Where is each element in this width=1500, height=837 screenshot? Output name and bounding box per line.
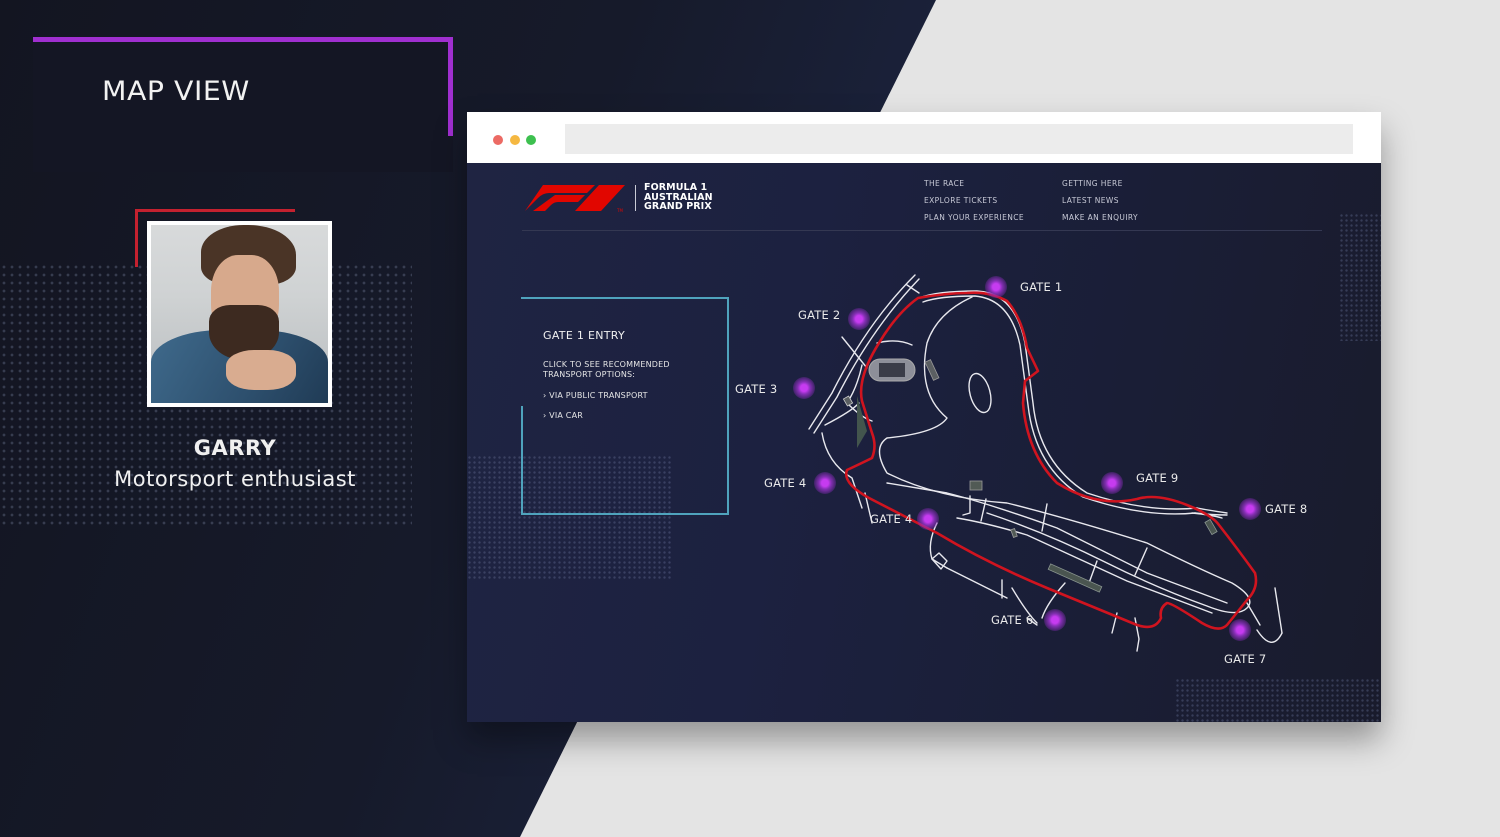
- avatar-accent-line: [135, 209, 295, 212]
- svg-text:TM: TM: [616, 208, 623, 213]
- gate-8-label: GATE 8: [1265, 502, 1308, 516]
- gate-info-title: GATE 1 ENTRY: [543, 329, 626, 342]
- browser-window: TM FORMULA 1 AUSTRALIAN GRAND PRIX THE R…: [467, 112, 1381, 722]
- website-viewport: TM FORMULA 1 AUSTRALIAN GRAND PRIX THE R…: [467, 163, 1381, 722]
- gate-1-label: GATE 1: [1020, 280, 1063, 294]
- nav-link-explore-tickets[interactable]: EXPLORE TICKETS: [924, 196, 998, 205]
- gate-7-marker[interactable]: [1229, 619, 1251, 641]
- close-window-button[interactable]: [493, 135, 503, 145]
- nav-link-plan-your-experience[interactable]: PLAN YOUR EXPERIENCE: [924, 213, 1025, 222]
- gate-2-marker[interactable]: [848, 308, 870, 330]
- browser-toolbar: [467, 112, 1381, 163]
- brand-line-2: AUSTRALIAN: [644, 191, 713, 203]
- gate-4b-marker[interactable]: [917, 508, 939, 530]
- nav-link-getting-here[interactable]: GETTING HERE: [1062, 179, 1123, 188]
- gate-2-label: GATE 2: [798, 308, 841, 322]
- nav-link-make-an-enquiry[interactable]: MAKE AN ENQUIRY: [1062, 213, 1139, 222]
- logo-separator: [635, 185, 636, 211]
- decorative-grid: [1175, 678, 1381, 722]
- gate-8-marker[interactable]: [1239, 498, 1261, 520]
- gate-4-label: GATE 4: [764, 476, 807, 490]
- nav-link-the-race[interactable]: THE RACE: [924, 179, 965, 188]
- gate-3-label: GATE 3: [735, 382, 778, 396]
- gate-7-label: GATE 7: [1224, 652, 1267, 666]
- gate-info-panel: [521, 297, 729, 515]
- header-divider: [522, 230, 1322, 231]
- gate-9-label: GATE 9: [1136, 471, 1179, 485]
- gate-info-panel-border: [521, 406, 523, 515]
- decorative-grid: [1339, 213, 1381, 341]
- avatar-accent-line-vertical: [135, 209, 138, 267]
- main-nav-column-1: THE RACE EXPLORE TICKETS PLAN YOUR EXPER…: [924, 179, 1024, 230]
- brand-line-1: FORMULA 1: [644, 182, 708, 193]
- title-accent-line-vertical: [448, 37, 453, 136]
- site-brand-text: FORMULA 1 AUSTRALIAN GRAND PRIX: [644, 183, 713, 212]
- main-nav-column-2: GETTING HERE LATEST NEWS MAKE AN ENQUIRY: [1062, 179, 1138, 230]
- f1-logo-icon[interactable]: TM: [525, 183, 627, 213]
- gate-4b-label: GATE 4: [870, 512, 913, 526]
- slide-title: MAP VIEW: [102, 76, 250, 107]
- title-accent-line: [33, 37, 453, 42]
- decorative-grid: [467, 455, 671, 581]
- gate-9-marker[interactable]: [1101, 472, 1123, 494]
- persona-photo: [151, 225, 328, 403]
- brand-line-3: GRAND PRIX: [644, 201, 712, 212]
- maximize-window-button[interactable]: [526, 135, 536, 145]
- gate-1-marker[interactable]: [985, 276, 1007, 298]
- gate-3-marker[interactable]: [793, 377, 815, 399]
- gate-info-description: CLICK TO SEE RECOMMENDED TRANSPORT OPTIO…: [543, 360, 670, 379]
- avatar: [147, 221, 332, 407]
- persona-name: GARRY: [193, 436, 277, 460]
- circuit-map[interactable]: [467, 163, 1381, 722]
- address-bar[interactable]: [565, 124, 1353, 154]
- title-panel: [33, 37, 453, 172]
- minimize-window-button[interactable]: [510, 135, 520, 145]
- gate-4-marker[interactable]: [814, 472, 836, 494]
- via-public-transport-link[interactable]: › VIA PUBLIC TRANSPORT: [543, 391, 648, 400]
- nav-link-latest-news[interactable]: LATEST NEWS: [1062, 196, 1119, 205]
- via-car-link[interactable]: › VIA CAR: [543, 411, 584, 420]
- gate-6-marker[interactable]: [1044, 609, 1066, 631]
- gate-6-label: GATE 6: [991, 613, 1034, 627]
- persona-role: Motorsport enthusiast: [114, 467, 356, 491]
